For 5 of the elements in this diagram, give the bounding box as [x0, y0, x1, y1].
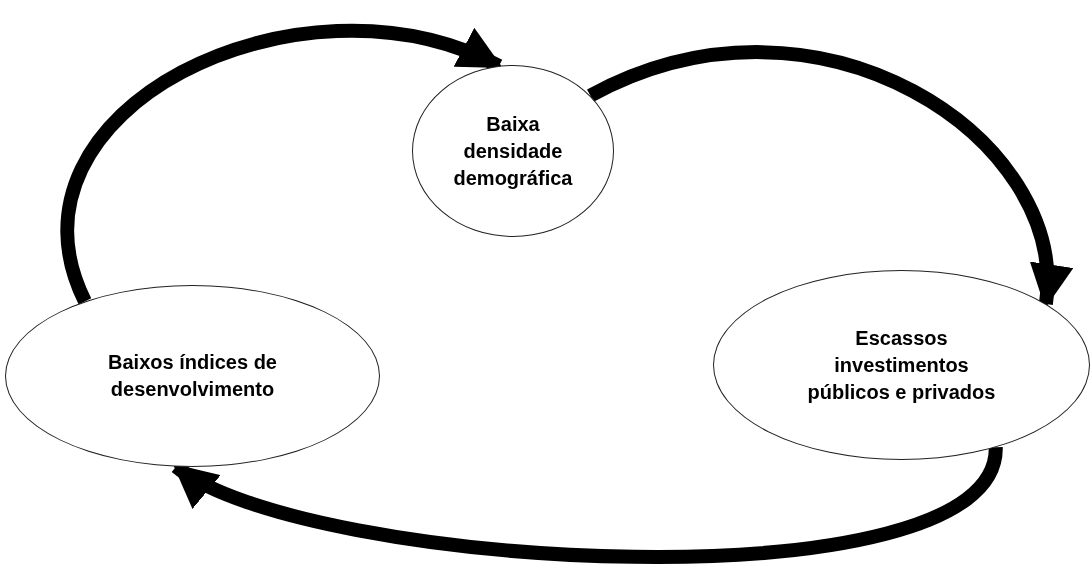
node-label: Escassos investimentos públicos e privados	[806, 325, 997, 405]
node-label: Baixa densidade demográfica	[452, 111, 574, 191]
curved-arrow	[172, 444, 1003, 564]
node-label: Baixos índices de desenvolvimento	[107, 350, 278, 402]
curved-arrow	[61, 24, 503, 304]
